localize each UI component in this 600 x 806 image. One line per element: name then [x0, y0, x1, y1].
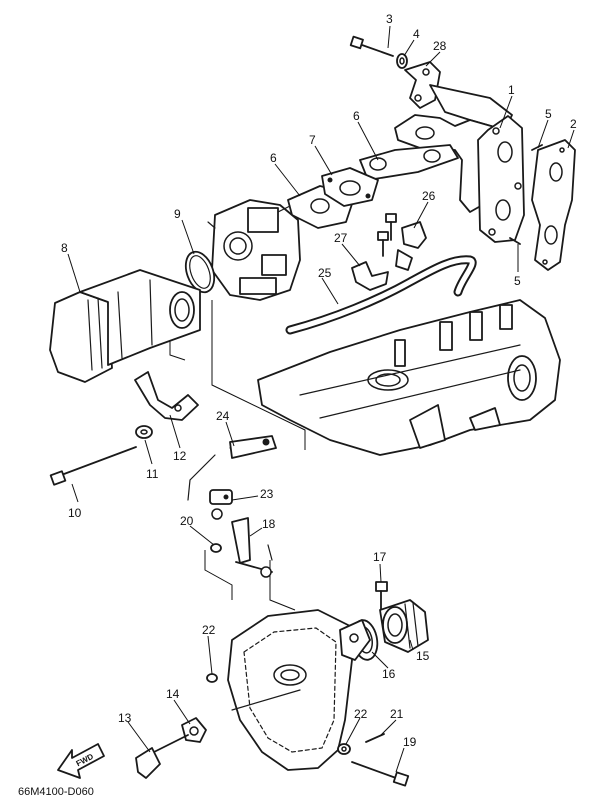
leader-lines [67, 25, 575, 773]
callout-6-upper: 6 [353, 109, 360, 123]
callout-23: 23 [260, 487, 274, 501]
callout-17: 17 [373, 550, 387, 564]
part-6-gasket-upper [359, 144, 459, 181]
carburetor [207, 199, 301, 301]
callout-18: 18 [262, 517, 276, 531]
callout-7: 7 [309, 133, 316, 147]
part-25-fuel-hose [285, 255, 477, 335]
callout-12: 12 [173, 449, 187, 463]
part-17-screw [375, 581, 388, 611]
callout-2: 2 [570, 117, 577, 131]
callout-9: 9 [174, 207, 181, 221]
callout-24: 24 [216, 409, 230, 423]
part-28-bracket [404, 61, 441, 109]
part-3-bolt [349, 35, 394, 57]
callout-5-upper: 5 [545, 107, 552, 121]
callout-28: 28 [433, 39, 447, 53]
part-5-dowel-pins [509, 144, 543, 245]
part-22-washer-left [206, 673, 218, 683]
callout-11: 11 [146, 467, 159, 481]
callout-16: 16 [382, 667, 396, 681]
callout-19: 19 [403, 735, 417, 749]
callout-15: 15 [416, 649, 430, 663]
part-12-clamp [134, 371, 199, 421]
diagram-code: 66M4100-D060 [18, 786, 94, 798]
callout-26: 26 [422, 189, 436, 203]
part-15-rubber-boot [379, 599, 429, 653]
callout-21: 21 [390, 707, 404, 721]
callout-10: 10 [68, 506, 82, 520]
part-20-washer [210, 543, 222, 553]
part-9-o-ring [184, 250, 216, 294]
part-22-washer-right [337, 743, 351, 755]
callout-13: 13 [118, 711, 132, 725]
part-2-manifold-gasket [531, 139, 576, 271]
callout-numbers: 3 4 28 1 2 5 5 6 6 7 9 8 25 26 27 24 11 … [61, 12, 577, 749]
callout-27: 27 [334, 231, 348, 245]
part-1-intake-manifold [394, 84, 525, 243]
part-7-insulator [321, 167, 379, 207]
part-4-washer [396, 53, 408, 69]
screw-set-upper [377, 213, 397, 257]
part-23-ball-joint [209, 489, 233, 520]
cylinder-block [257, 299, 561, 456]
callout-14: 14 [166, 687, 180, 701]
part-13-handle [135, 734, 189, 779]
part-8-intake-silencer [49, 269, 201, 383]
part-19-bolt [351, 761, 410, 787]
callout-1: 1 [508, 83, 515, 97]
callout-4: 4 [413, 27, 420, 41]
silencer-housing [227, 609, 371, 771]
forward-direction-arrow: FWD [57, 743, 105, 779]
callout-22-left: 22 [202, 623, 216, 637]
callout-22-right: 22 [354, 707, 368, 721]
part-18-lever [231, 517, 273, 578]
callout-8: 8 [61, 241, 68, 255]
part-26-holder [395, 221, 427, 271]
callout-3: 3 [386, 12, 393, 26]
part-14-bushing [181, 717, 207, 743]
part-10-long-bolt [49, 446, 137, 486]
callout-20: 20 [180, 514, 194, 528]
part-11-grommet [135, 425, 153, 439]
callout-6-lower: 6 [270, 151, 277, 165]
callout-25: 25 [318, 266, 332, 280]
part-27-hose-clip [351, 261, 389, 291]
part-24-link-rod [187, 435, 277, 501]
callout-5-lower: 5 [514, 274, 521, 288]
